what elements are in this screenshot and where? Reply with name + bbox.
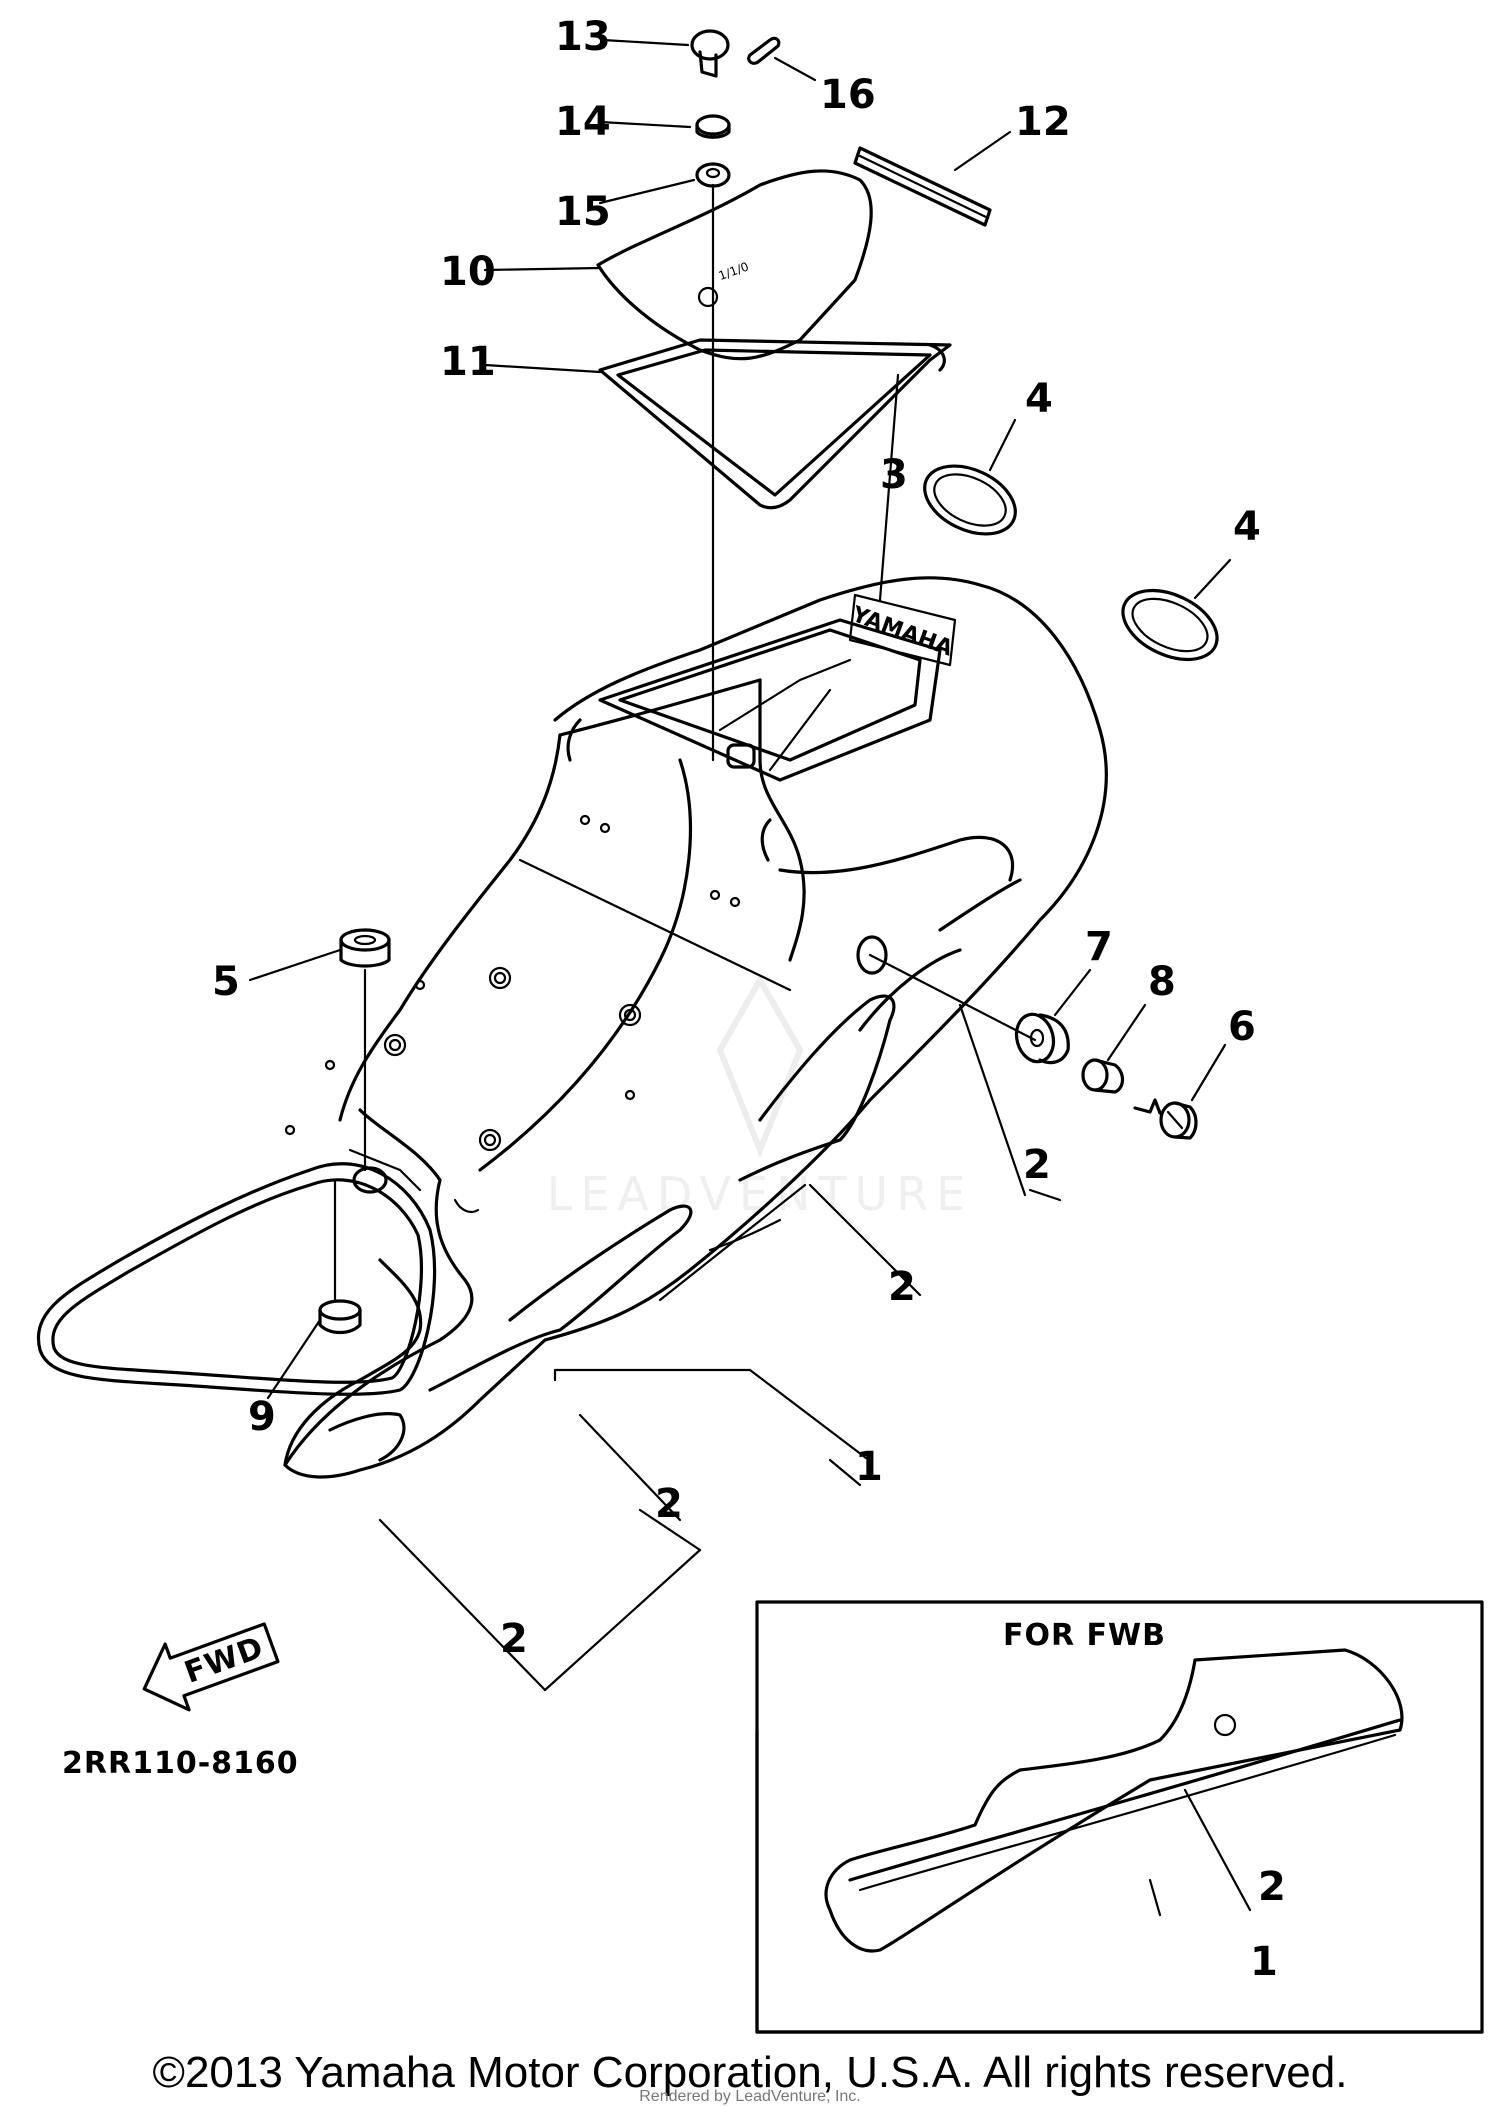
callout-15: 15 [555, 189, 611, 235]
forward-arrow: FWD [142, 1622, 280, 1712]
cover-seal-11 [598, 338, 952, 510]
callout-2-c: 2 [655, 1481, 683, 1527]
bolt-6 [1133, 1098, 1198, 1140]
weatherstrip-12 [853, 146, 992, 227]
leader-lines [248, 38, 1232, 1692]
inset-callout-1: 1 [1250, 1939, 1278, 1985]
washer-15 [695, 162, 731, 188]
watermark: LEADVENTURE [547, 973, 974, 1221]
callout-9: 9 [248, 1394, 276, 1440]
callout-5: 5 [212, 959, 240, 1005]
nut-14 [695, 114, 731, 139]
callout-4-upper: 4 [1025, 376, 1053, 422]
inset-title: FOR FWB [1003, 1618, 1166, 1653]
seat-cowling-body: YAMAHA [283, 576, 1108, 1479]
callout-2-d: 2 [500, 1616, 528, 1662]
callout-6: 6 [1228, 1004, 1256, 1050]
copyright-notice: ©2013 Yamaha Motor Corporation, U.S.A. A… [152, 2048, 1348, 2097]
callout-numbers: 13 16 14 12 15 10 11 4 3 4 5 7 8 6 2 2 9… [212, 14, 1286, 1985]
knob-13 [690, 29, 730, 78]
inset-box: FOR FWB [755, 1600, 1484, 2034]
callout-7: 7 [1085, 924, 1113, 970]
access-cover-10: 1/1/0 [596, 169, 873, 361]
rendered-by-note: Rendered by LeadVenture, Inc. [639, 2088, 861, 2105]
seal-4-upper [923, 464, 1017, 536]
callout-14: 14 [555, 99, 611, 145]
diagram-code: 2RR110-8160 [62, 1746, 299, 1781]
rubber-damper-9 [318, 1178, 362, 1335]
callout-10: 10 [440, 249, 496, 295]
collar-8 [1081, 1058, 1125, 1094]
seal-4-lower [1121, 588, 1219, 662]
callout-3: 3 [880, 452, 908, 498]
inset-callout-2: 2 [1258, 1864, 1286, 1910]
pin-16 [747, 36, 781, 65]
watermark-text: LEADVENTURE [547, 1167, 974, 1221]
callout-4-lower: 4 [1233, 504, 1261, 550]
side-bolt-axis-line [868, 953, 1037, 1042]
callout-1: 1 [855, 1444, 883, 1490]
grommet-7 [1014, 1012, 1070, 1065]
callout-2-a: 2 [1023, 1142, 1051, 1188]
callout-12: 12 [1015, 99, 1071, 145]
rubber-damper-5 [339, 928, 391, 1172]
grab-strap [36, 1162, 437, 1396]
callout-2-b: 2 [888, 1264, 916, 1310]
callout-13: 13 [555, 14, 611, 60]
callout-8: 8 [1148, 959, 1176, 1005]
callout-11: 11 [440, 339, 496, 385]
svg-text:1/1/0: 1/1/0 [717, 259, 751, 283]
callout-16: 16 [820, 72, 876, 118]
